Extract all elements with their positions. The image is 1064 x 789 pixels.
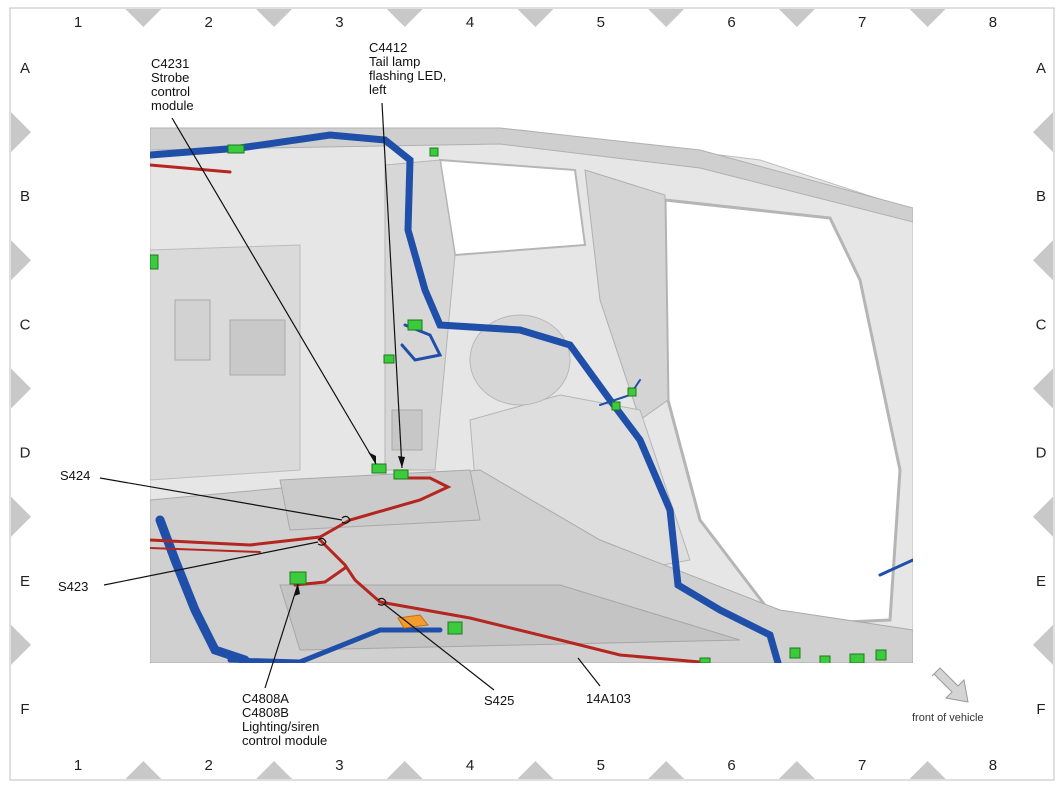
vehicle-body-illustration — [150, 127, 913, 663]
grid-marker-right — [1033, 624, 1053, 665]
grid-markers — [11, 9, 1053, 779]
grid-marker-right — [1033, 240, 1053, 281]
grid-column-label-2: 2 — [205, 757, 213, 774]
grid-column-label-3: 3 — [335, 14, 343, 31]
grid-marker-left — [11, 624, 31, 665]
grid-row-label-D: D — [20, 445, 31, 462]
callout-c4808: C4808A C4808B Lighting/siren control mod… — [242, 691, 327, 748]
grid-column-label-4: 4 — [466, 14, 474, 31]
grid-column-labels-bottom: 1 2 3 4 5 6 7 8 — [74, 757, 997, 774]
callout-c4231-line-1: C4231 — [151, 56, 189, 71]
callout-harness-14a103: 14A103 — [586, 691, 631, 706]
grid-marker-top — [386, 9, 423, 27]
grid-marker-right — [1033, 368, 1053, 409]
callout-c4808-line-3: Lighting/siren — [242, 719, 319, 734]
callout-c4231: C4231 Strobe control module — [151, 56, 194, 113]
grid-column-label-5: 5 — [597, 757, 605, 774]
grid-row-labels-right: A B C D E F — [1036, 60, 1047, 718]
grid-marker-top — [909, 9, 946, 27]
grid-marker-right — [1033, 112, 1053, 153]
red-wiring-harness — [150, 163, 702, 663]
grid-marker-top — [778, 9, 815, 27]
grid-marker-bottom — [648, 761, 685, 779]
grid-column-label-1: 1 — [74, 14, 82, 31]
grid-column-label-8: 8 — [989, 14, 997, 31]
grid-column-label-2: 2 — [205, 14, 213, 31]
grid-column-label-4: 4 — [466, 757, 474, 774]
grid-marker-bottom — [386, 761, 423, 779]
grid-marker-left — [11, 240, 31, 281]
grid-column-label-7: 7 — [858, 757, 866, 774]
grid-row-label-E: E — [1036, 573, 1046, 590]
callout-s423: S423 — [58, 579, 88, 594]
grid-column-label-6: 6 — [727, 14, 735, 31]
arrow-down-right-icon — [931, 667, 969, 703]
grid-row-label-B: B — [1036, 188, 1046, 205]
grid-column-labels-top: 1 2 3 4 5 6 7 8 — [74, 14, 997, 31]
front-of-vehicle-label: front of vehicle — [912, 712, 984, 724]
grid-row-label-E: E — [20, 573, 30, 590]
leader-lines — [99, 102, 601, 691]
front-of-vehicle-indicator: front of vehicle — [912, 667, 984, 724]
grid-marker-left — [11, 368, 31, 409]
grid-row-label-A: A — [1036, 60, 1046, 77]
callout-c4808-line-4: control module — [242, 733, 327, 748]
callout-c4412-line-3: flashing LED, — [369, 68, 446, 83]
grid-marker-top — [256, 9, 293, 27]
callout-c4412: C4412 Tail lamp flashing LED, left — [369, 40, 450, 97]
grid-marker-bottom — [778, 761, 815, 779]
grid-column-label-8: 8 — [989, 757, 997, 774]
grid-marker-bottom — [517, 761, 554, 779]
callout-c4808-line-1: C4808A — [242, 691, 289, 706]
grid-marker-bottom — [125, 761, 162, 779]
grid-column-label-7: 7 — [858, 14, 866, 31]
grid-marker-top — [125, 9, 162, 27]
callout-c4231-line-2: Strobe — [151, 70, 189, 85]
grid-row-label-A: A — [20, 60, 30, 77]
grid-marker-top — [517, 9, 554, 27]
callout-s425: S425 — [484, 693, 514, 708]
callout-c4231-line-4: module — [151, 98, 194, 113]
callout-c4412-line-2: Tail lamp — [369, 54, 420, 69]
splice-symbols — [317, 515, 387, 606]
grid-marker-bottom — [909, 761, 946, 779]
callout-c4231-line-3: control — [151, 84, 190, 99]
grid-column-label-3: 3 — [335, 757, 343, 774]
grid-column-label-5: 5 — [597, 14, 605, 31]
callout-c4412-line-1: C4412 — [369, 40, 407, 55]
grid-column-label-6: 6 — [727, 757, 735, 774]
grid-marker-right — [1033, 496, 1053, 537]
grid-marker-top — [648, 9, 685, 27]
grid-row-label-D: D — [1036, 445, 1047, 462]
grid-marker-left — [11, 496, 31, 537]
grid-column-label-1: 1 — [74, 757, 82, 774]
grid-marker-left — [11, 112, 31, 153]
callout-s424: S424 — [60, 468, 90, 483]
grid-row-label-F: F — [20, 701, 29, 718]
grid-row-label-C: C — [1036, 316, 1047, 333]
grid-row-label-B: B — [20, 188, 30, 205]
grid-marker-bottom — [256, 761, 293, 779]
grid-row-labels-left: A B C D E F — [20, 60, 31, 718]
grid-row-label-C: C — [20, 316, 31, 333]
callout-c4412-line-4: left — [369, 82, 387, 97]
blue-wiring-harness — [150, 131, 913, 663]
callout-c4808-line-2: C4808B — [242, 705, 289, 720]
arrow-heads — [294, 452, 405, 596]
connector-markers — [150, 144, 887, 663]
grid-row-label-F: F — [1036, 701, 1045, 718]
